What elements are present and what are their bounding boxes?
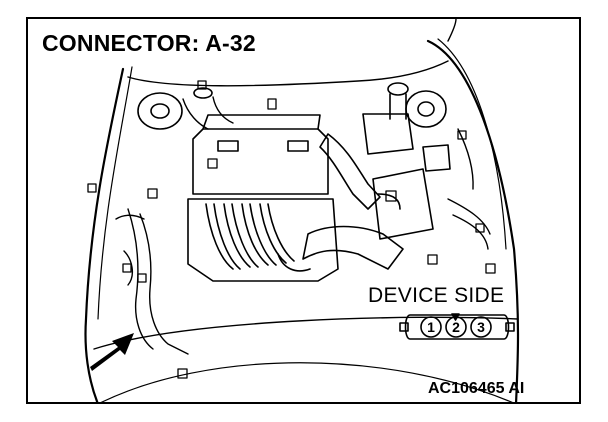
pin-number-1: 1 [427,319,435,335]
right-components [277,113,451,272]
pin-3 [470,316,492,338]
figure-id: AC106465 AI [428,380,525,397]
wiring-harness [115,19,491,355]
pin-number-3: 3 [477,319,485,335]
pin-2 [445,316,467,338]
engine-bay-illustration [84,19,520,402]
connector-a32-face [399,313,515,340]
hood-outline [84,38,520,402]
device-side-label: DEVICE SIDE [368,284,505,307]
connector-pin-labels: 1 2 3 [427,319,485,335]
connector-title: CONNECTOR: A-32 [42,30,256,56]
pointer-arrow-icon [90,333,134,371]
strut-towers [137,82,447,130]
pin-number-2: 2 [452,319,460,335]
pin-1 [420,316,442,338]
diagram-frame: 1 2 3 CONNECTOR: A-32 DEVICE SIDE AC1064… [26,17,581,404]
engine-block [187,114,339,282]
small-connectors [87,80,496,379]
